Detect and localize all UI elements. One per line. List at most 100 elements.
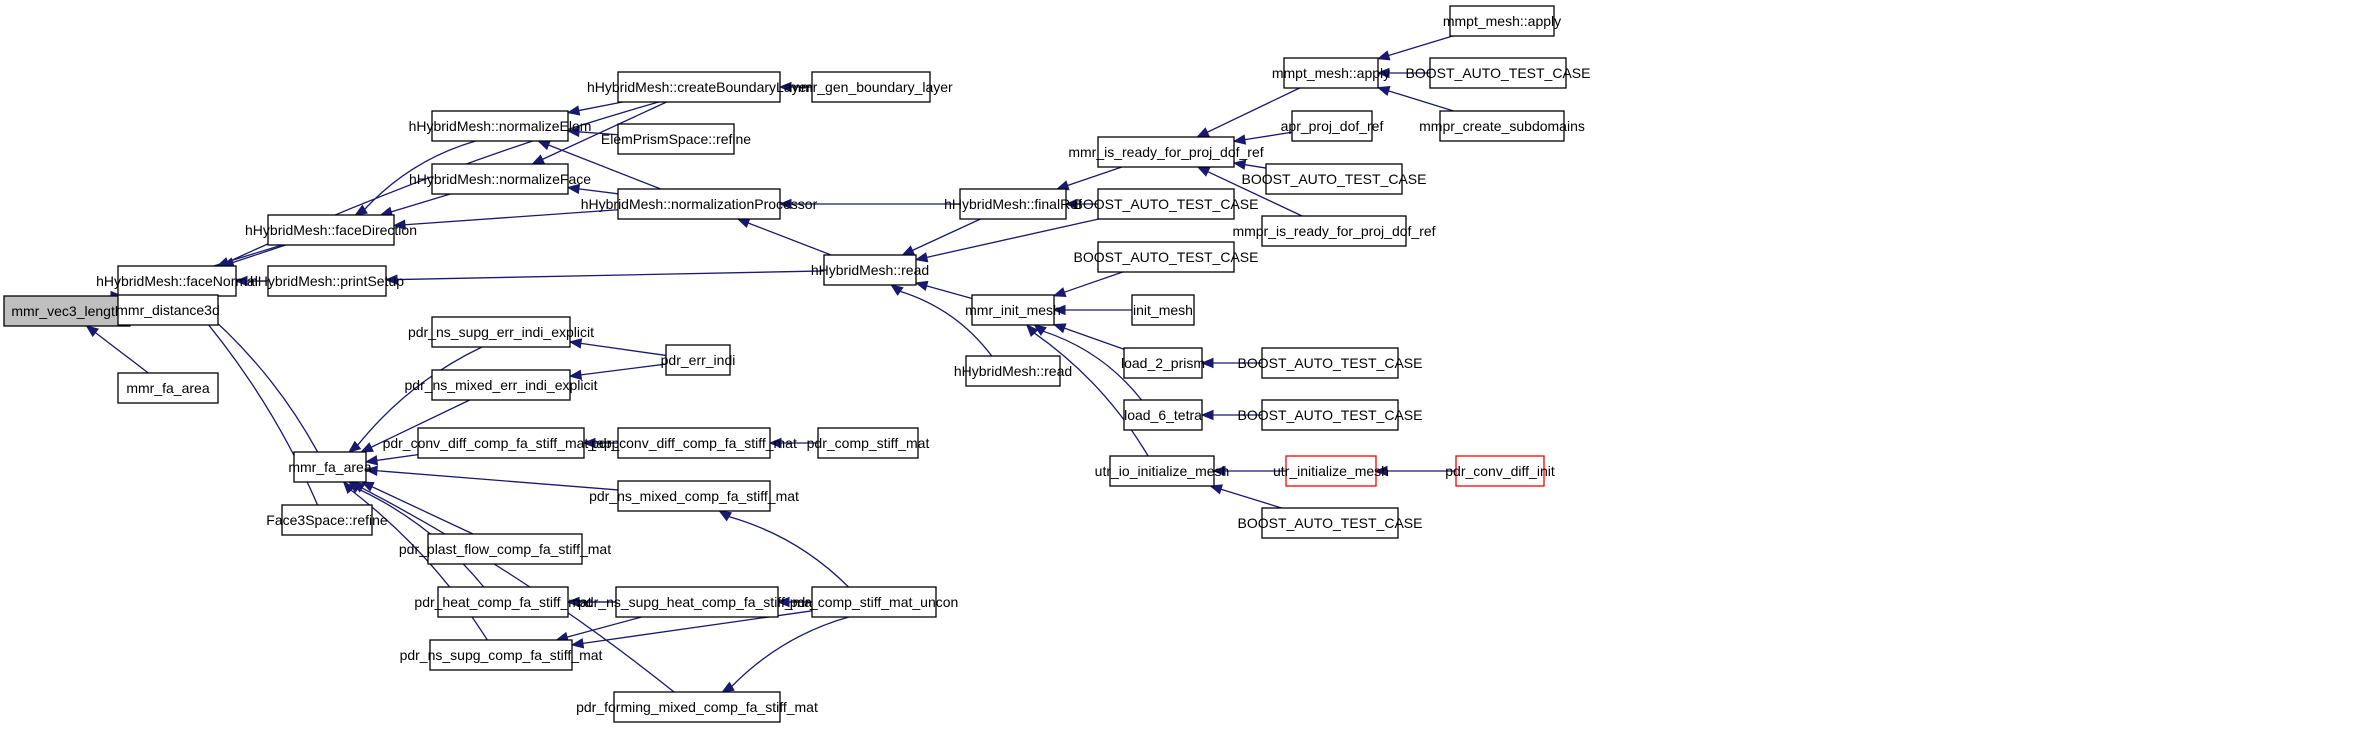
node-box [1261, 347, 1399, 379]
graph-node-n17[interactable]: hHybridMesh::read [954, 355, 1072, 387]
node-box [617, 427, 771, 459]
arrowhead-n19-to-n14 [914, 252, 929, 263]
graph-node-n35[interactable]: pdr_conv_diff_init [1445, 455, 1555, 487]
graph-node-n27[interactable]: BOOST_AUTO_TEST_CASE [1074, 241, 1259, 273]
graph-node-n11[interactable]: mmr_gen_boundary_layer [789, 71, 953, 103]
node-label: hHybridMesh::faceNormal [96, 273, 258, 289]
arrowhead-n40-to-n6 [364, 455, 379, 466]
graph-node-n10[interactable]: hHybridMesh::createBoundaryLayer [587, 71, 811, 103]
graph-node-n39[interactable]: pdr_err_indi [661, 344, 736, 376]
node-box [117, 372, 219, 404]
node-label: pdr_ns_mixed_err_indi_explicit [405, 377, 598, 393]
edge-n13-to-n4 [404, 209, 619, 226]
node-box [665, 344, 731, 376]
graph-node-n22[interactable]: BOOST_AUTO_TEST_CASE [1242, 163, 1427, 195]
graph-node-n38[interactable]: pdr_ns_mixed_err_indi_explicit [405, 369, 598, 401]
node-label: pdr_comp_stiff_mat_uncon [790, 594, 959, 610]
arrowhead-n33-to-n30 [1200, 409, 1214, 421]
graph-node-n34[interactable]: utr_initialize_mesh [1273, 455, 1389, 487]
graph-node-n43[interactable]: pdr_ns_mixed_comp_fa_stiff_mat [589, 480, 799, 512]
node-label: init_mesh [1133, 302, 1193, 318]
graph-node-n8[interactable]: hHybridMesh::normalizeElem [409, 110, 592, 142]
node-box [823, 254, 917, 286]
graph-node-n49[interactable]: pdr_forming_mixed_comp_fa_stiff_mat [576, 691, 818, 723]
graph-node-n0[interactable]: mmr_vec3_length [3, 295, 131, 327]
graph-node-n48[interactable]: pdr_ns_supg_comp_fa_stiff_mat [400, 639, 603, 671]
graph-node-n29[interactable]: load_2_prism [1121, 347, 1205, 379]
graph-node-n24[interactable]: mmpt_mesh::apply [1443, 5, 1561, 37]
edge-n18-to-n15 [1067, 166, 1123, 187]
graph-node-n2[interactable]: mmr_distance3d [116, 294, 220, 326]
arrowhead-n12-to-n8 [566, 126, 580, 138]
edge-n27-to-n16 [1064, 271, 1123, 293]
graph-node-n33[interactable]: BOOST_AUTO_TEST_CASE [1238, 399, 1423, 431]
node-label: hHybridMesh::normalizeElem [409, 118, 592, 134]
graph-node-n40[interactable]: pdr_conv_diff_comp_fa_stiff_mat_app [383, 427, 620, 459]
graph-node-n28[interactable]: init_mesh [1131, 294, 1195, 326]
arrowhead-n42-to-n41 [768, 437, 782, 449]
edge-n19-to-n14 [926, 218, 1099, 258]
graph-node-n20[interactable]: mmpt_mesh::apply [1272, 57, 1390, 89]
graph-node-n14[interactable]: hHybridMesh::read [811, 254, 929, 286]
arrowhead-n23-to-n18 [1196, 166, 1211, 177]
edge-n15-to-n14 [912, 218, 981, 251]
graph-node-n41[interactable]: pdr_conv_diff_comp_fa_stiff_mat [591, 427, 797, 459]
node-box [615, 586, 779, 618]
graph-node-n21[interactable]: apr_proj_dof_ref [1281, 110, 1384, 142]
arrowhead-n13-to-n4 [392, 219, 406, 230]
graph-node-n30[interactable]: load_6_tetra [1123, 399, 1203, 431]
graph-node-n16[interactable]: mmr_init_mesh [965, 294, 1061, 326]
node-label: pdr_ns_supg_err_indi_explicit [408, 324, 594, 340]
graph-node-n19[interactable]: BOOST_AUTO_TEST_CASE [1074, 188, 1259, 220]
edge-n4-to-n1 [232, 244, 286, 264]
graph-node-n31[interactable]: utr_io_initialize_mesh [1095, 455, 1230, 487]
node-box [617, 71, 781, 103]
arrowhead-n41-to-n40 [582, 437, 596, 449]
graph-node-n12[interactable]: ElemPrismSpace::refine [601, 123, 751, 155]
graph-node-n18[interactable]: mmr_is_ready_for_proj_dof_ref [1068, 136, 1264, 168]
edge-n13-to-n8 [548, 144, 661, 190]
graph-node-n3[interactable]: mmr_fa_area [117, 372, 219, 404]
node-box [267, 214, 395, 246]
arrowhead-n43-to-n6 [364, 465, 378, 477]
graph-node-n25[interactable]: BOOST_AUTO_TEST_CASE [1406, 57, 1591, 89]
graph-node-n13[interactable]: hHybridMesh::normalizationProcessor [581, 188, 818, 220]
graph-node-n1[interactable]: hHybridMesh::faceNormal [96, 265, 258, 297]
node-label: pdr_plast_flow_comp_fa_stiff_mat [399, 541, 611, 557]
graph-node-n36[interactable]: BOOST_AUTO_TEST_CASE [1238, 507, 1423, 539]
graph-node-n7[interactable]: Face3Space::refine [266, 504, 388, 536]
graph-node-n4[interactable]: hHybridMesh::faceDirection [245, 214, 417, 246]
arrowhead-n47-to-n46 [776, 596, 790, 608]
arrowhead-n13-to-n8 [537, 140, 551, 151]
graph-node-n5[interactable]: hHybridMesh::printSetup [250, 265, 404, 297]
arrowhead-n38-to-n6 [360, 442, 374, 453]
graph-node-n9[interactable]: hHybridMesh::normalizeFace [409, 163, 591, 195]
graph-node-n45[interactable]: pdr_heat_comp_fa_stiff_mat [414, 586, 592, 618]
node-box [1123, 347, 1203, 379]
edge-n10-to-n9 [542, 101, 667, 160]
node-label: BOOST_AUTO_TEST_CASE [1074, 196, 1259, 212]
node-box [617, 188, 781, 220]
node-label: pdr_forming_mixed_comp_fa_stiff_mat [576, 699, 818, 715]
arrowhead-n34-to-n31 [1212, 465, 1226, 477]
graph-node-n32[interactable]: BOOST_AUTO_TEST_CASE [1238, 347, 1423, 379]
graph-node-n42[interactable]: pdr_comp_stiff_mat [807, 427, 930, 459]
graph-node-n15[interactable]: hHybridMesh::finalRef [944, 188, 1082, 220]
edge-n22-to-n18 [1244, 164, 1267, 169]
node-box [1097, 241, 1235, 273]
graph-node-n46[interactable]: pdr_ns_supg_heat_comp_fa_stiff_mat [578, 586, 816, 618]
node-box [437, 586, 569, 618]
graph-node-n26[interactable]: mmpr_create_subdomains [1419, 110, 1585, 142]
graph-node-n37[interactable]: pdr_ns_supg_err_indi_explicit [408, 316, 594, 348]
edge-n36-to-n31 [1220, 488, 1282, 509]
node-box [1261, 399, 1399, 431]
graph-node-n47[interactable]: pdr_comp_stiff_mat_uncon [790, 586, 959, 618]
arrowhead-n48-to-n6 [342, 481, 356, 495]
graph-node-n6[interactable]: mmr_fa_area [288, 451, 372, 483]
edge-n14-to-n5 [396, 270, 825, 281]
node-box [427, 533, 583, 565]
arrowhead-n46-to-n45 [566, 596, 580, 608]
graph-node-n44[interactable]: pdr_plast_flow_comp_fa_stiff_mat [399, 533, 611, 565]
arrowhead-n14-to-n5 [384, 274, 398, 285]
graph-node-n23[interactable]: mmpr_is_ready_for_proj_dof_ref [1232, 215, 1436, 247]
